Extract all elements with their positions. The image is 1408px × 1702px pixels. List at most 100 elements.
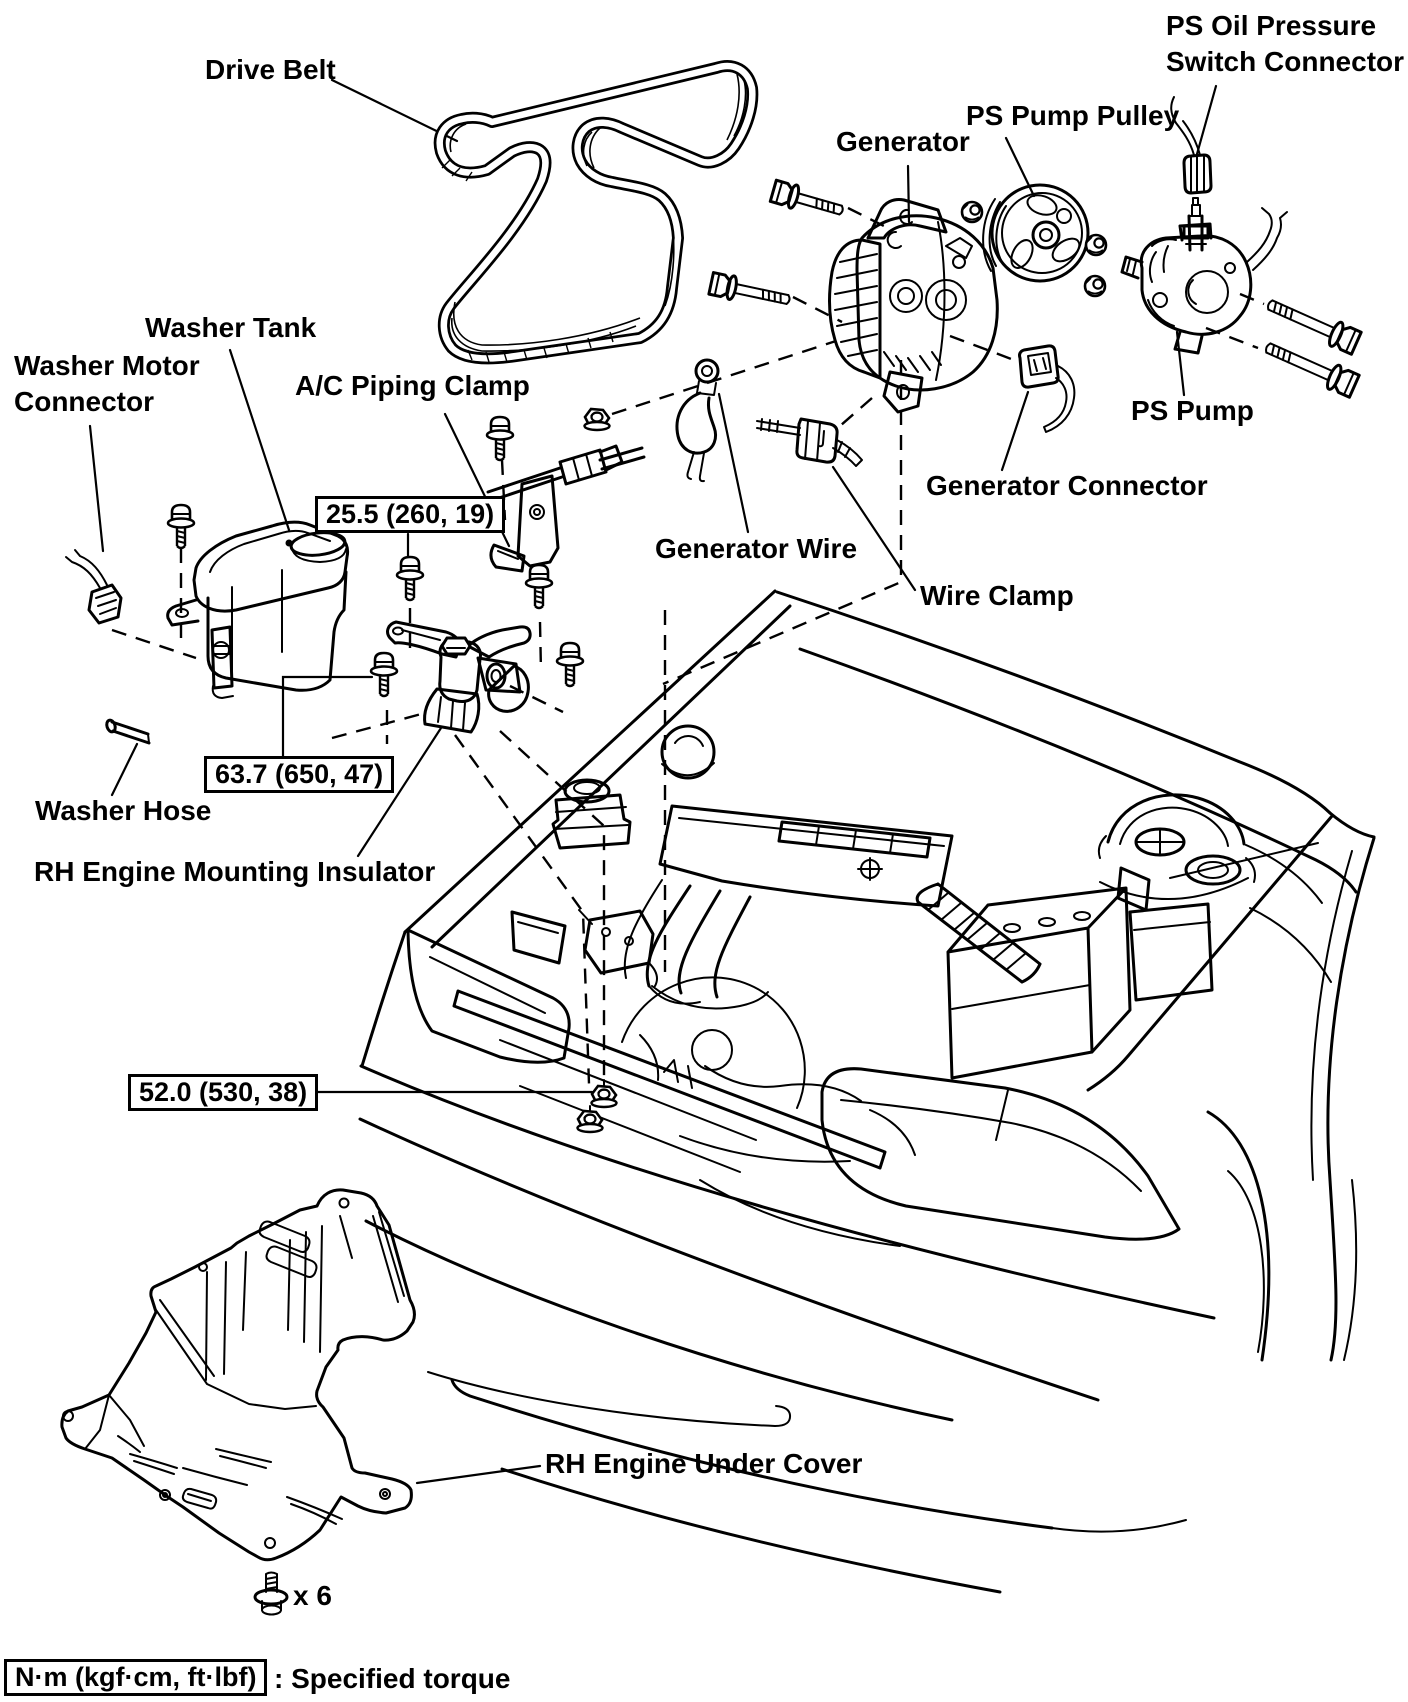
battery bbox=[946, 886, 1132, 1080]
wheel-arch bbox=[1206, 1110, 1271, 1362]
washer-tank-vent bbox=[285, 539, 293, 547]
bumper-bottom-line bbox=[500, 1467, 1002, 1594]
pulley-hole-2 bbox=[1010, 239, 1034, 269]
pulley-rim-inner bbox=[1001, 192, 1083, 274]
wire-clamp-wire-left bbox=[756, 418, 801, 436]
ps-pump-bolt-1 bbox=[1267, 299, 1363, 356]
insulator-skirt-lines bbox=[437, 696, 466, 731]
fog-lamp-recess bbox=[427, 1371, 792, 1427]
generator-shaft-boss-outer bbox=[889, 279, 923, 313]
cap-nut-icon bbox=[1083, 274, 1107, 298]
washer-pump bbox=[212, 641, 230, 659]
battery-cap bbox=[1073, 911, 1091, 921]
label-washer-tank: Washer Tank bbox=[145, 312, 317, 343]
generator-bottom-lug bbox=[882, 370, 924, 414]
plug-rail-dividers bbox=[815, 825, 894, 854]
ps-pump-bolt-2-flange bbox=[1326, 363, 1343, 391]
leader-rh-engine-mounting-insulator bbox=[356, 726, 443, 858]
generator-lower-bolt-flange bbox=[725, 274, 738, 301]
ps-pump-pulley-part bbox=[982, 183, 1090, 283]
label-ps-pump-pulley: PS Pump Pulley bbox=[966, 100, 1180, 131]
label-rh-engine-under-cover: RH Engine Under Cover bbox=[545, 1448, 863, 1479]
radiator-core-lines bbox=[499, 1039, 757, 1173]
insulator-skirt bbox=[423, 687, 481, 734]
corrugated-hose bbox=[915, 882, 1042, 984]
washer-hose-part bbox=[105, 718, 151, 745]
leader-drive-belt bbox=[330, 78, 459, 143]
fan-motor bbox=[691, 1029, 733, 1071]
ac-pipe bbox=[486, 446, 646, 503]
washer-hose-tube bbox=[110, 720, 151, 745]
ps-oil-switch-hex bbox=[1182, 224, 1210, 240]
ps-pump-face bbox=[1185, 270, 1229, 314]
generator-body bbox=[855, 214, 999, 392]
label-washer-motor-connector: Washer Motor Connector bbox=[14, 350, 200, 417]
ac-clamp-plate bbox=[516, 474, 560, 568]
intake-collector bbox=[648, 985, 701, 1005]
ps-pump-bolt-1-shaft bbox=[1267, 299, 1336, 339]
generator-upper-bolt-threads bbox=[815, 197, 836, 214]
brake-reservoir bbox=[551, 793, 632, 850]
generator-lug-hole bbox=[896, 384, 910, 400]
cowl-edge bbox=[1169, 842, 1319, 879]
air-duct bbox=[510, 910, 567, 965]
leader-rh-engine-under-cover bbox=[415, 1464, 542, 1485]
label-washer-hose: Washer Hose bbox=[35, 795, 212, 826]
pulley-grooves bbox=[982, 198, 1007, 272]
left-front-corner bbox=[360, 930, 407, 1068]
ps-oil-switch-connector-body bbox=[1182, 153, 1213, 195]
leader-generator bbox=[906, 164, 911, 224]
intake-runners bbox=[645, 884, 752, 999]
generator-wire-ring bbox=[694, 358, 720, 384]
hex-nut-icon bbox=[576, 1109, 604, 1134]
generator-connector-socket bbox=[1027, 352, 1052, 376]
flange-bolt-icon bbox=[395, 555, 425, 602]
bumper-top-line bbox=[359, 1064, 1216, 1320]
pulley-rim-outer bbox=[990, 183, 1090, 283]
ps-pump-bolt-1-tip bbox=[1267, 299, 1274, 311]
mount-bracket-stud bbox=[578, 909, 658, 987]
under-cover-hole-inner bbox=[162, 1492, 168, 1498]
washer-hose-end bbox=[105, 718, 117, 734]
generator-front-plate bbox=[935, 221, 946, 381]
plug-center-cross bbox=[857, 857, 883, 881]
dash-generator-to-connector bbox=[949, 334, 1015, 362]
fan-shroud bbox=[621, 976, 806, 1109]
washer-motor-connector-part bbox=[65, 549, 123, 625]
under-cover-slot bbox=[258, 1220, 311, 1253]
dash-insulator-right-bolt bbox=[538, 621, 543, 673]
battery-line bbox=[951, 984, 1091, 1010]
tire bbox=[1227, 1170, 1265, 1353]
generator-lower-bolt bbox=[707, 271, 791, 305]
leader-generator-connector bbox=[1000, 390, 1030, 472]
label-ps-oil-pressure-switch-connector: PS Oil Pressure Switch Connector bbox=[1166, 10, 1405, 77]
drive-belt-band-inner bbox=[436, 62, 756, 362]
dash-insulator-to-body-1 bbox=[454, 734, 591, 1085]
washer-tank-body bbox=[206, 570, 348, 692]
bolt-quantity-note: x 6 bbox=[293, 1580, 332, 1611]
ac-piping-clamp-part bbox=[486, 444, 646, 573]
apron-post bbox=[1116, 866, 1151, 912]
generator-hatch bbox=[883, 351, 942, 373]
cap-nut-icon bbox=[1084, 233, 1108, 257]
ps-pump-lobes bbox=[1148, 245, 1169, 283]
generator-hub-outer bbox=[925, 279, 967, 321]
engine-bay-drawing bbox=[452, 724, 1332, 1247]
washer-tank-cap-side bbox=[291, 547, 347, 563]
leader-ps-oil-pressure-switch-connector bbox=[1195, 84, 1218, 156]
reservoir-cap bbox=[563, 778, 611, 804]
cap-nut-icon bbox=[960, 200, 984, 224]
label-generator-connector: Generator Connector bbox=[926, 470, 1208, 501]
label-generator: Generator bbox=[836, 126, 970, 157]
flange-bolt-icon bbox=[524, 563, 554, 610]
strut-ring-inner bbox=[1197, 861, 1229, 879]
valve-cover bbox=[658, 804, 954, 908]
generator-lower-bolt-tip bbox=[785, 294, 791, 305]
flange-bolt-icon bbox=[555, 641, 585, 688]
washer-hose-cut bbox=[147, 733, 150, 744]
intake-extra bbox=[623, 879, 769, 1010]
ps-oil-switch-wire bbox=[1170, 96, 1201, 156]
ps-pump-details bbox=[1147, 238, 1177, 327]
under-cover-fold-lines bbox=[84, 1299, 317, 1450]
